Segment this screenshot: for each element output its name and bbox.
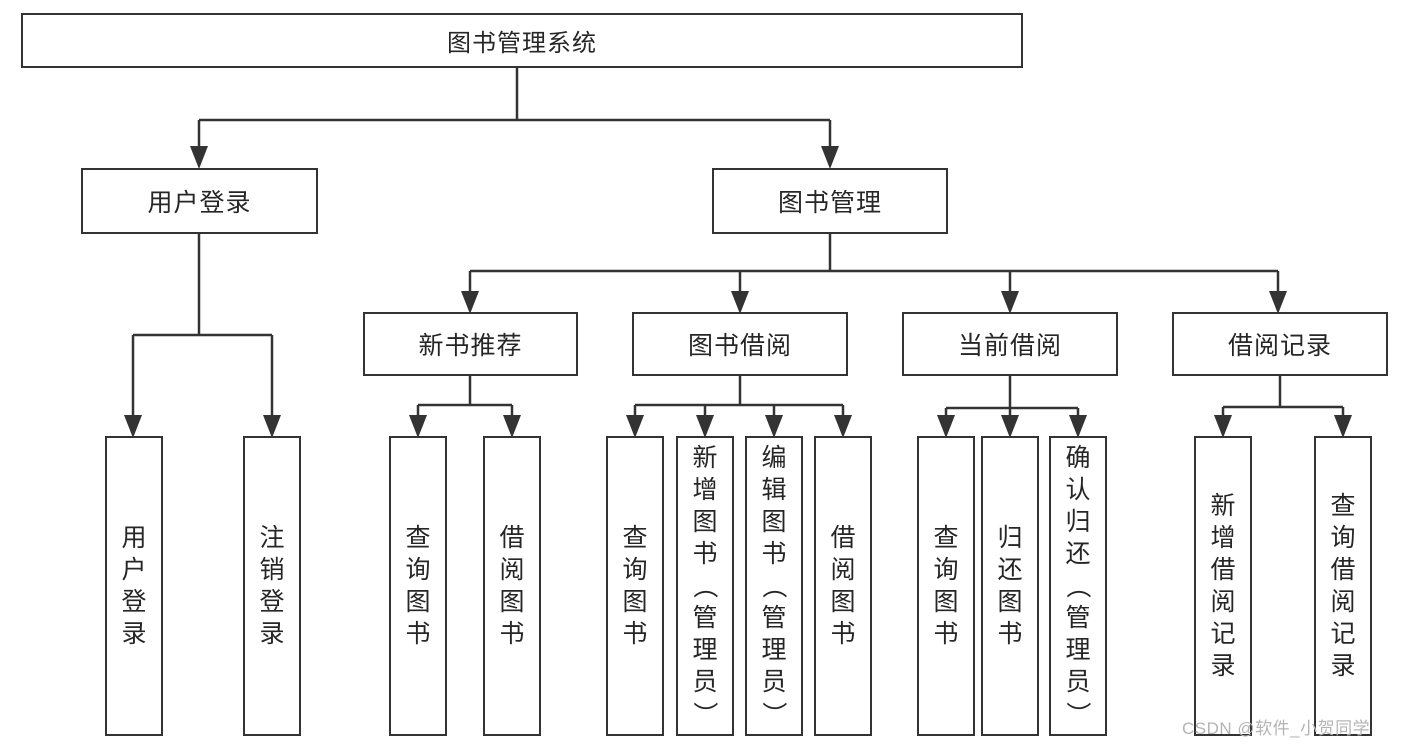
- leaf-borrow-books-recommend: 借阅图书: [483, 436, 541, 736]
- connector-borrow-records-to-leaves: [1221, 376, 1345, 417]
- vertical-char: 管: [692, 604, 718, 632]
- vertical-char: ）: [690, 701, 719, 727]
- vertical-char: 阅: [1330, 588, 1356, 616]
- vertical-char: 理: [761, 636, 787, 664]
- vertical-char: 记: [1330, 620, 1356, 648]
- leaf-return-books: 归还图书: [981, 436, 1039, 736]
- vertical-char: 登: [259, 588, 285, 616]
- vertical-char: 查: [1330, 492, 1356, 520]
- vertical-char: 查: [933, 524, 959, 552]
- vertical-char: 注: [259, 524, 285, 552]
- vertical-char: 员: [761, 668, 787, 696]
- vertical-char: 记: [1210, 620, 1236, 648]
- vertical-char: 阅: [1210, 588, 1236, 616]
- node-user-login: 用户登录: [81, 168, 318, 234]
- leaf-query-books-current: 查询图书: [917, 436, 975, 736]
- leaf-borrow-books: 借阅图书: [814, 436, 872, 736]
- vertical-char: 新: [692, 444, 718, 472]
- vertical-char: （: [759, 573, 788, 599]
- vertical-char: 图: [622, 588, 648, 616]
- vertical-char: （: [690, 573, 719, 599]
- vertical-char: 阅: [830, 556, 856, 584]
- leaf-query-books-borrow: 查询图书: [606, 436, 664, 736]
- connector-book-management-to-level3: [468, 234, 1280, 293]
- vertical-char: 录: [121, 620, 147, 648]
- vertical-char: 借: [499, 524, 525, 552]
- vertical-char: （: [1063, 573, 1092, 599]
- vertical-char: 录: [259, 620, 285, 648]
- vertical-char: 管: [761, 604, 787, 632]
- vertical-char: 阅: [499, 556, 525, 584]
- vertical-char: 书: [933, 620, 959, 648]
- node-book-management: 图书管理: [712, 168, 948, 234]
- vertical-char: 图: [830, 588, 856, 616]
- vertical-char: 借: [830, 524, 856, 552]
- leaf-edit-book-admin: 编辑图书 （ 管理员 ）: [745, 436, 803, 736]
- vertical-char: 书: [405, 620, 431, 648]
- leaf-confirm-return-admin: 确认归还 （ 管理员 ）: [1049, 436, 1107, 736]
- vertical-char: 登: [121, 588, 147, 616]
- vertical-char: 录: [1330, 652, 1356, 680]
- leaf-add-book-admin: 新增图书 （ 管理员 ）: [676, 436, 734, 736]
- leaf-query-books-recommend: 查询图书: [389, 436, 447, 736]
- node-new-book-recommend: 新书推荐: [363, 312, 578, 376]
- vertical-char: 认: [1065, 476, 1091, 504]
- vertical-char: 还: [997, 556, 1023, 584]
- vertical-char: 理: [1065, 636, 1091, 664]
- connector-book-borrow-to-leaves: [633, 376, 845, 417]
- vertical-char: 员: [1065, 668, 1091, 696]
- vertical-char: 借: [1330, 556, 1356, 584]
- vertical-char: 图: [692, 508, 718, 536]
- vertical-char: 书: [761, 540, 787, 568]
- vertical-char: 用: [121, 524, 147, 552]
- vertical-char: 查: [622, 524, 648, 552]
- vertical-char: 理: [692, 636, 718, 664]
- vertical-char: 归: [997, 524, 1023, 552]
- leaf-logout: 注销登录: [243, 436, 301, 736]
- vertical-char: 书: [499, 620, 525, 648]
- node-book-borrow: 图书借阅: [632, 312, 848, 376]
- node-current-borrow: 当前借阅: [902, 312, 1118, 376]
- vertical-char: ）: [1063, 701, 1092, 727]
- connector-new-books-to-leaves: [416, 376, 514, 417]
- vertical-char: 书: [692, 540, 718, 568]
- vertical-char: 询: [933, 556, 959, 584]
- node-borrow-records: 借阅记录: [1172, 312, 1388, 376]
- vertical-char: 录: [1210, 652, 1236, 680]
- vertical-char: 户: [121, 556, 147, 584]
- vertical-char: 图: [405, 588, 431, 616]
- vertical-char: 销: [259, 556, 285, 584]
- vertical-char: 书: [830, 620, 856, 648]
- vertical-char: 管: [1065, 604, 1091, 632]
- vertical-char: 确: [1065, 444, 1091, 472]
- connector-current-borrow-to-leaves: [944, 376, 1080, 417]
- vertical-char: 借: [1210, 556, 1236, 584]
- vertical-char: 员: [692, 668, 718, 696]
- leaf-query-borrow-record: 查询借阅记录: [1314, 436, 1372, 736]
- vertical-char: 询: [1330, 524, 1356, 552]
- connector-user-login-to-leaves: [131, 234, 274, 417]
- vertical-char: 增: [692, 476, 718, 504]
- vertical-char: 图: [761, 508, 787, 536]
- node-root: 图书管理系统: [21, 13, 1023, 68]
- vertical-char: 编: [761, 444, 787, 472]
- vertical-char: 询: [405, 556, 431, 584]
- watermark: CSDN @软件_小贺同学: [1182, 719, 1371, 738]
- vertical-char: 书: [622, 620, 648, 648]
- leaf-add-borrow-record: 新增借阅记录: [1194, 436, 1252, 736]
- vertical-char: 增: [1210, 524, 1236, 552]
- vertical-char: 图: [997, 588, 1023, 616]
- vertical-char: 书: [997, 620, 1023, 648]
- vertical-char: 查: [405, 524, 431, 552]
- vertical-char: 图: [933, 588, 959, 616]
- vertical-char: 还: [1065, 540, 1091, 568]
- vertical-char: 图: [499, 588, 525, 616]
- leaf-user-login: 用户登录: [105, 436, 163, 736]
- vertical-char: 辑: [761, 476, 787, 504]
- vertical-char: 归: [1065, 508, 1091, 536]
- vertical-char: 新: [1210, 492, 1236, 520]
- connector-root-to-level2: [197, 68, 832, 148]
- vertical-char: 询: [622, 556, 648, 584]
- vertical-char: ）: [759, 701, 788, 727]
